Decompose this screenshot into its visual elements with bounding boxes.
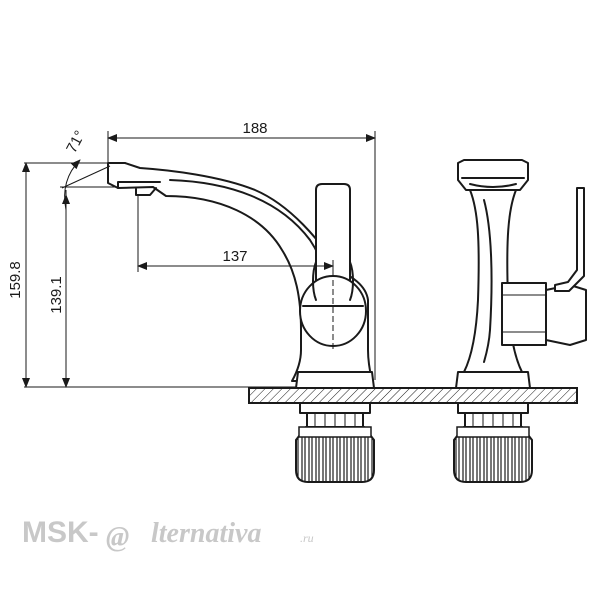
- dim-spout-height: 139.1: [48, 276, 65, 314]
- faucet-handle: [315, 183, 351, 301]
- svg-text:.ru: .ru: [300, 531, 314, 545]
- mounting-nut: [295, 426, 375, 483]
- svg-text:lternativa: lternativa: [151, 518, 261, 549]
- mounting-nut-front: [453, 426, 533, 483]
- dim-spout-to-handle: 137: [222, 248, 247, 265]
- countertop-section: [248, 387, 578, 404]
- dim-spout-angle: 71°: [63, 128, 89, 156]
- faucet-side-handle: [501, 282, 547, 346]
- dim-spout-reach: 188: [242, 120, 267, 137]
- dimension-lines: [22, 131, 376, 388]
- faucet-side-view: [107, 162, 375, 483]
- dim-total-height: 159.8: [7, 261, 24, 299]
- watermark: MSK- @ lternativa .ru: [22, 516, 314, 553]
- svg-text:MSK-: MSK-: [22, 516, 99, 549]
- svg-text:@: @: [106, 522, 129, 553]
- faucet-front-view: [453, 159, 587, 483]
